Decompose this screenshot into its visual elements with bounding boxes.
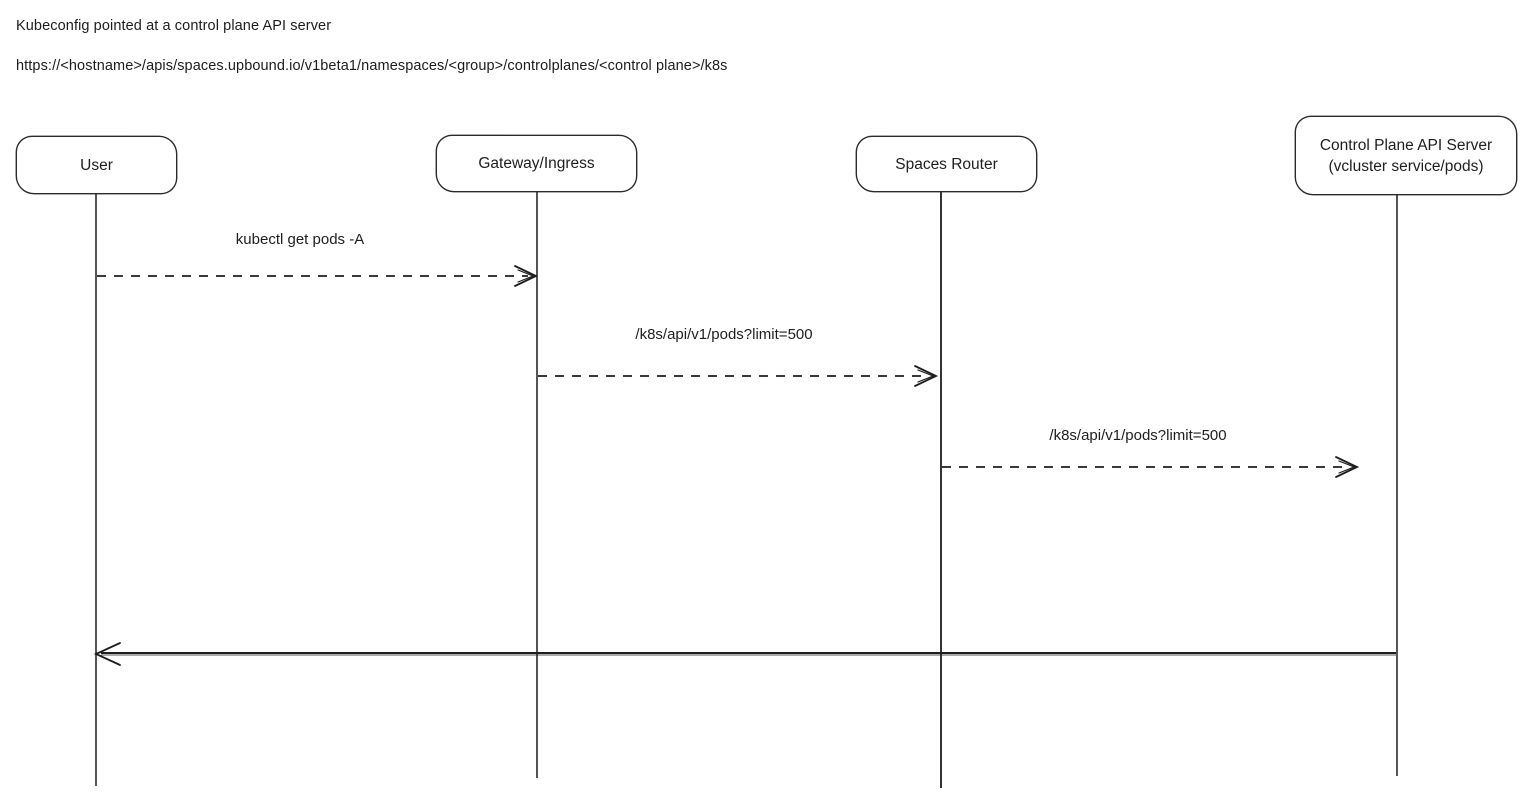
kubeconfig-url-text: https://<hostname>/apis/spaces.upbound.i… (16, 58, 728, 74)
actor-gateway-ingress-label: Gateway/Ingress (478, 155, 595, 172)
actor-gateway-ingress: Gateway/Ingress (436, 135, 637, 192)
actor-spaces-router: Spaces Router (856, 136, 1037, 192)
message-label-kubectl-get-pods: kubectl get pods -A (235, 231, 365, 248)
actor-user-label: User (80, 156, 113, 174)
message-label-k8s-api-pods-2: /k8s/api/v1/pods?limit=500 (1049, 427, 1227, 444)
arrow-spaces-router-to-control-plane (942, 456, 1360, 478)
actor-user: User (16, 136, 177, 194)
diagram-title: Kubeconfig pointed at a control plane AP… (16, 18, 332, 34)
message-label-k8s-api-pods-1: /k8s/api/v1/pods?limit=500 (635, 326, 813, 343)
actor-control-plane-label: Control Plane API Server (1319, 136, 1493, 154)
arrow-user-to-gateway (97, 265, 539, 287)
arrow-gateway-to-spaces-router (538, 365, 939, 387)
actor-control-plane-api-server: Control Plane API Server (vcluster servi… (1295, 116, 1517, 195)
actor-spaces-router-label: Spaces Router (895, 155, 998, 173)
actor-control-plane-sublabel: (vcluster service/pods) (1328, 157, 1484, 175)
arrow-control-plane-to-user (93, 642, 1396, 666)
